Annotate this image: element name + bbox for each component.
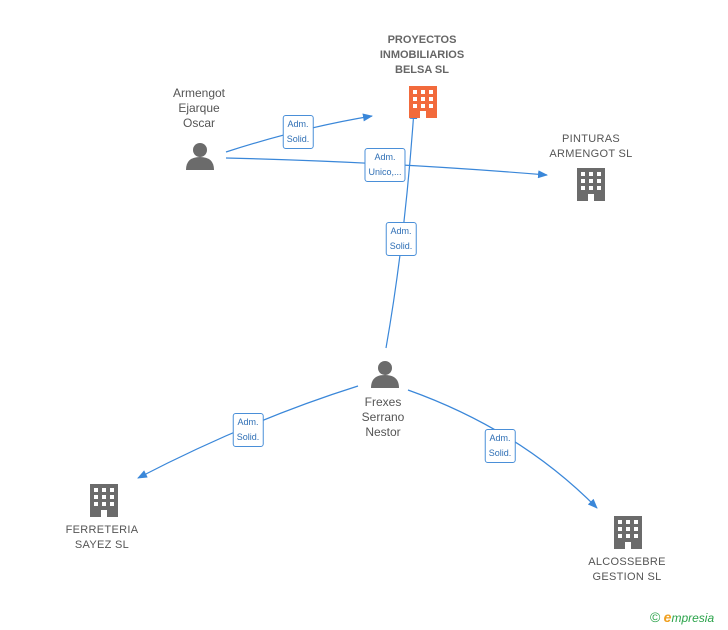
building-icon[interactable] xyxy=(90,484,118,517)
empresia-logo: © empresia xyxy=(650,609,714,625)
company-label-pinturas[interactable]: PINTURAS ARMENGOT SL xyxy=(549,133,633,160)
company-label-proyectos[interactable]: PROYECTOS INMOBILIARIOS BELSA SL xyxy=(379,34,465,76)
person-icon[interactable] xyxy=(371,361,399,388)
company-label-alcossebre[interactable]: ALCOSSEBRE GESTION SL xyxy=(588,556,666,583)
edge-label-armengot-proyectos[interactable]: Adm. Solid. xyxy=(282,115,314,149)
building-icon[interactable] xyxy=(409,86,437,118)
building-icon[interactable] xyxy=(614,516,642,549)
person-label-armengot[interactable]: Armengot Ejarque Oscar xyxy=(172,86,226,130)
building-icon[interactable] xyxy=(577,168,605,201)
edge-label-frexes-alcossebre[interactable]: Adm. Solid. xyxy=(484,429,516,463)
company-label-ferreteria[interactable]: FERRETERIA SAYEZ SL xyxy=(65,524,139,551)
edge-label-frexes-ferreteria[interactable]: Adm. Solid. xyxy=(232,413,264,447)
copyright-symbol: © xyxy=(650,609,661,625)
person-label-frexes[interactable]: Frexes Serrano Nestor xyxy=(361,395,405,439)
brand-first-letter: e xyxy=(663,609,672,625)
edge-label-armengot-pinturas[interactable]: Adm. Unico,... xyxy=(364,148,406,182)
person-icon[interactable] xyxy=(186,143,214,170)
brand-name: mpresia xyxy=(671,611,715,625)
edge-label-frexes-proyectos[interactable]: Adm. Solid. xyxy=(385,222,417,256)
